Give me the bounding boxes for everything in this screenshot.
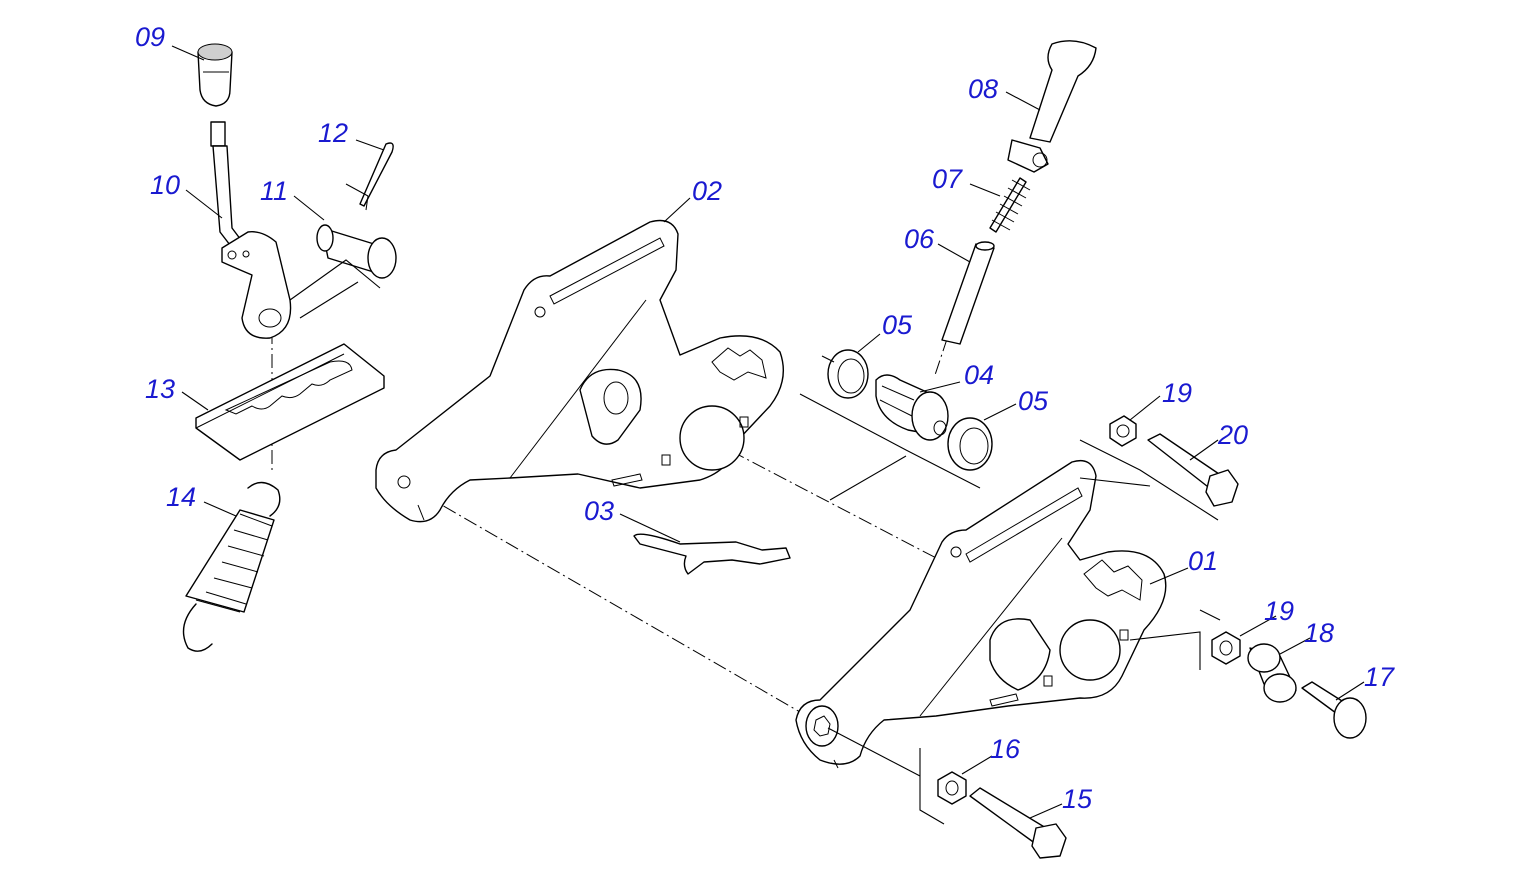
group-bracket-04-05	[799, 355, 981, 501]
label-part-15: 15	[1062, 784, 1093, 814]
label-part-19-lower: 19	[1264, 596, 1294, 626]
part-05-bushing-right	[947, 417, 993, 471]
label-part-19-upper: 19	[1162, 378, 1192, 408]
part-07-spring	[989, 177, 1031, 233]
part-13-gate-plate	[195, 343, 385, 461]
part-10-lever	[210, 121, 292, 339]
label-part-08: 08	[968, 74, 998, 104]
label-part-11: 11	[260, 176, 288, 206]
label-part-09: 09	[135, 22, 165, 52]
part-04-hub	[875, 374, 949, 441]
part-14-spring	[182, 481, 281, 652]
label-part-10: 10	[150, 170, 180, 200]
label-part-01: 01	[1188, 546, 1218, 576]
label-part-05-right: 05	[1018, 386, 1049, 416]
group-bracket-17-19	[1129, 609, 1221, 670]
part-20-bolt	[1079, 433, 1239, 521]
part-12-cotter-pin	[345, 142, 394, 211]
part-18-spacer	[1247, 643, 1297, 703]
label-part-05-left: 05	[882, 310, 913, 340]
label-part-17: 17	[1364, 662, 1395, 692]
part-19-nut-upper	[1109, 415, 1137, 447]
part-03-detent-plate	[633, 533, 791, 575]
part-15-bolt	[827, 727, 1067, 859]
part-19-nut-lower	[1211, 631, 1241, 665]
part-11-pin	[289, 224, 397, 319]
part-17-pin	[1301, 681, 1367, 739]
part-labels: 09 10 11 12 13 14 02 03 05 04 05 06 07 0…	[135, 22, 1395, 814]
label-part-04: 04	[964, 360, 994, 390]
label-part-06: 06	[904, 224, 935, 254]
label-part-18: 18	[1304, 618, 1334, 648]
part-08-handle	[1007, 40, 1097, 173]
label-part-13: 13	[145, 374, 175, 404]
label-part-12: 12	[318, 118, 348, 148]
part-16-nut	[937, 771, 967, 805]
label-part-14: 14	[166, 482, 196, 512]
label-part-20: 20	[1217, 420, 1248, 450]
label-part-16: 16	[990, 734, 1021, 764]
part-05-bushing-left	[827, 349, 869, 399]
part-06-shaft	[941, 241, 995, 345]
label-part-02: 02	[692, 176, 722, 206]
part-01-side-plate	[795, 459, 1167, 769]
part-02-side-plate	[375, 219, 784, 523]
leader-lines	[171, 45, 1365, 819]
label-part-07: 07	[932, 164, 963, 194]
label-part-03: 03	[584, 496, 614, 526]
part-09-knob	[197, 43, 233, 107]
